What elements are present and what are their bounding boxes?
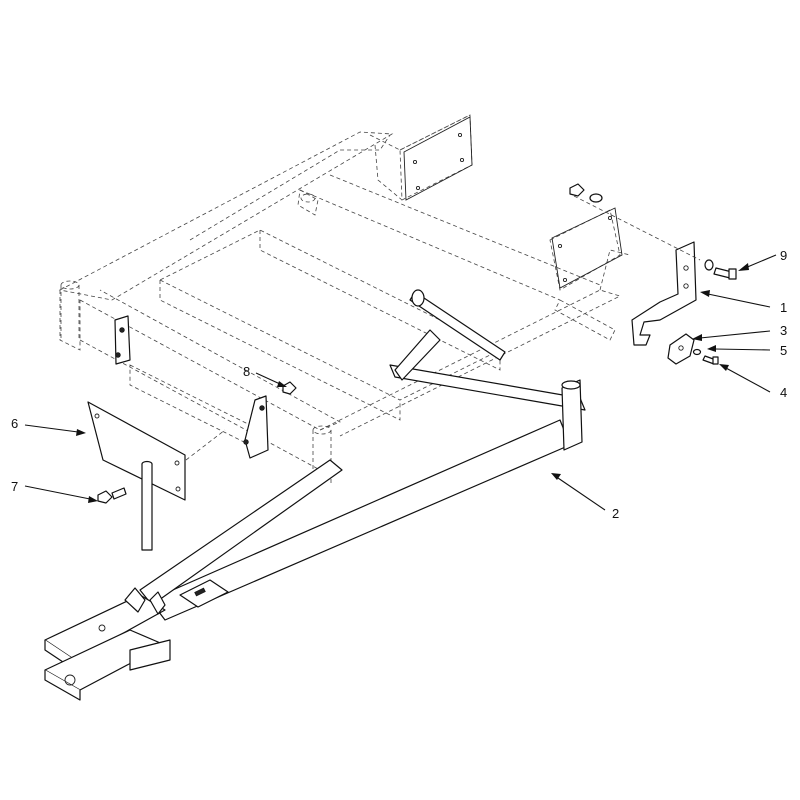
part-3-clip <box>667 333 695 365</box>
callout-2: 2 <box>612 506 619 521</box>
part-1-bracket <box>631 241 697 346</box>
callout-5: 5 <box>780 343 787 358</box>
leader-lines <box>24 254 777 511</box>
part-6-plate <box>87 401 226 501</box>
callout-3: 3 <box>780 323 787 338</box>
tongue-assembly <box>44 364 586 701</box>
callout-6: 6 <box>11 416 18 431</box>
rear-mount-plate <box>403 116 473 201</box>
callout-7: 7 <box>11 479 18 494</box>
part-4-5-hardware <box>692 348 719 365</box>
drive-shaft <box>394 289 506 381</box>
part-8-nut <box>282 381 297 395</box>
callout-8: 8 <box>243 364 250 379</box>
hitch-pin <box>141 460 153 551</box>
callout-1: 1 <box>780 300 787 315</box>
callout-9: 9 <box>780 248 787 263</box>
top-nut-stack <box>569 183 701 261</box>
part-9-hardware <box>704 259 737 280</box>
front-brackets <box>114 315 269 459</box>
callout-labels: 9 1 3 5 4 2 6 7 8 <box>11 248 787 521</box>
callout-4: 4 <box>780 385 787 400</box>
pivot-plate <box>551 207 623 289</box>
part-7-bolt <box>97 487 127 504</box>
